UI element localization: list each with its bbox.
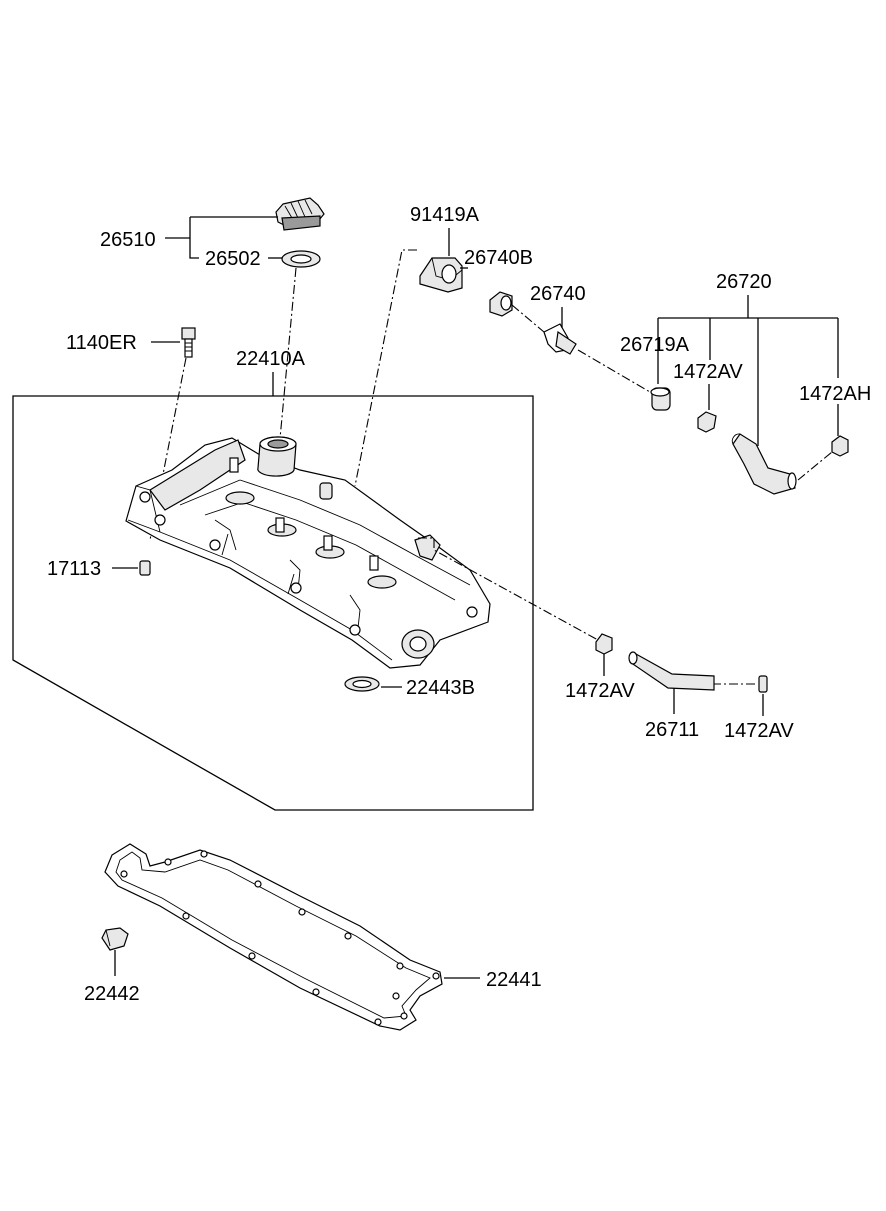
pcv-valve-26740[interactable] xyxy=(543,323,577,355)
dash-cap-to-neck xyxy=(277,267,297,461)
label-22443b: 22443B xyxy=(406,677,475,699)
bolt-1140er[interactable] xyxy=(181,327,196,358)
breather-hose-26720[interactable] xyxy=(731,433,797,495)
label-1472av-upper: 1472AV xyxy=(673,361,743,383)
dash-bracket xyxy=(354,249,417,487)
label-26711: 26711 xyxy=(645,719,699,741)
hose-26711[interactable] xyxy=(628,651,715,691)
label-26740b: 26740B xyxy=(464,247,533,269)
label-26719a: 26719A xyxy=(620,334,690,356)
leader-26510 xyxy=(165,216,278,259)
label-22441: 22441 xyxy=(486,969,542,991)
clip-1472ah[interactable] xyxy=(831,435,849,457)
rocker-cover[interactable] xyxy=(125,436,491,669)
dash-lower-hose xyxy=(418,537,756,685)
label-1472av-left: 1472AV xyxy=(565,680,635,702)
label-22410a: 22410A xyxy=(236,348,306,370)
label-26502: 26502 xyxy=(205,248,261,270)
clip-1472av-upper[interactable] xyxy=(697,411,717,433)
dash-pcv xyxy=(511,304,651,393)
label-1472av-right: 1472AV xyxy=(724,720,794,742)
oil-filler-cap[interactable] xyxy=(275,197,325,231)
label-26510: 26510 xyxy=(100,229,156,251)
label-22442: 22442 xyxy=(84,983,140,1005)
label-26720: 26720 xyxy=(716,271,772,293)
grommet-26740b[interactable] xyxy=(489,291,513,317)
assembly-frame xyxy=(12,395,534,811)
seal-22443b[interactable] xyxy=(344,676,380,692)
label-17113: 17113 xyxy=(47,558,101,580)
label-91419a: 91419A xyxy=(410,204,480,226)
label-1140er: 1140ER xyxy=(66,332,137,354)
rocker-cover-gasket[interactable] xyxy=(104,843,443,1031)
hose-26719a[interactable] xyxy=(650,387,671,411)
plug-22442[interactable] xyxy=(101,927,129,951)
label-1472ah: 1472AH xyxy=(799,383,871,405)
leader-26720 xyxy=(657,295,839,446)
clip-1472av-right[interactable] xyxy=(758,675,768,693)
dowel-17113[interactable] xyxy=(139,560,151,576)
clip-1472av-left[interactable] xyxy=(595,633,613,655)
label-26740: 26740 xyxy=(530,283,586,305)
bracket-91419a[interactable] xyxy=(419,257,463,293)
dash-breather xyxy=(797,451,833,481)
filler-cap-gasket[interactable] xyxy=(281,250,321,268)
